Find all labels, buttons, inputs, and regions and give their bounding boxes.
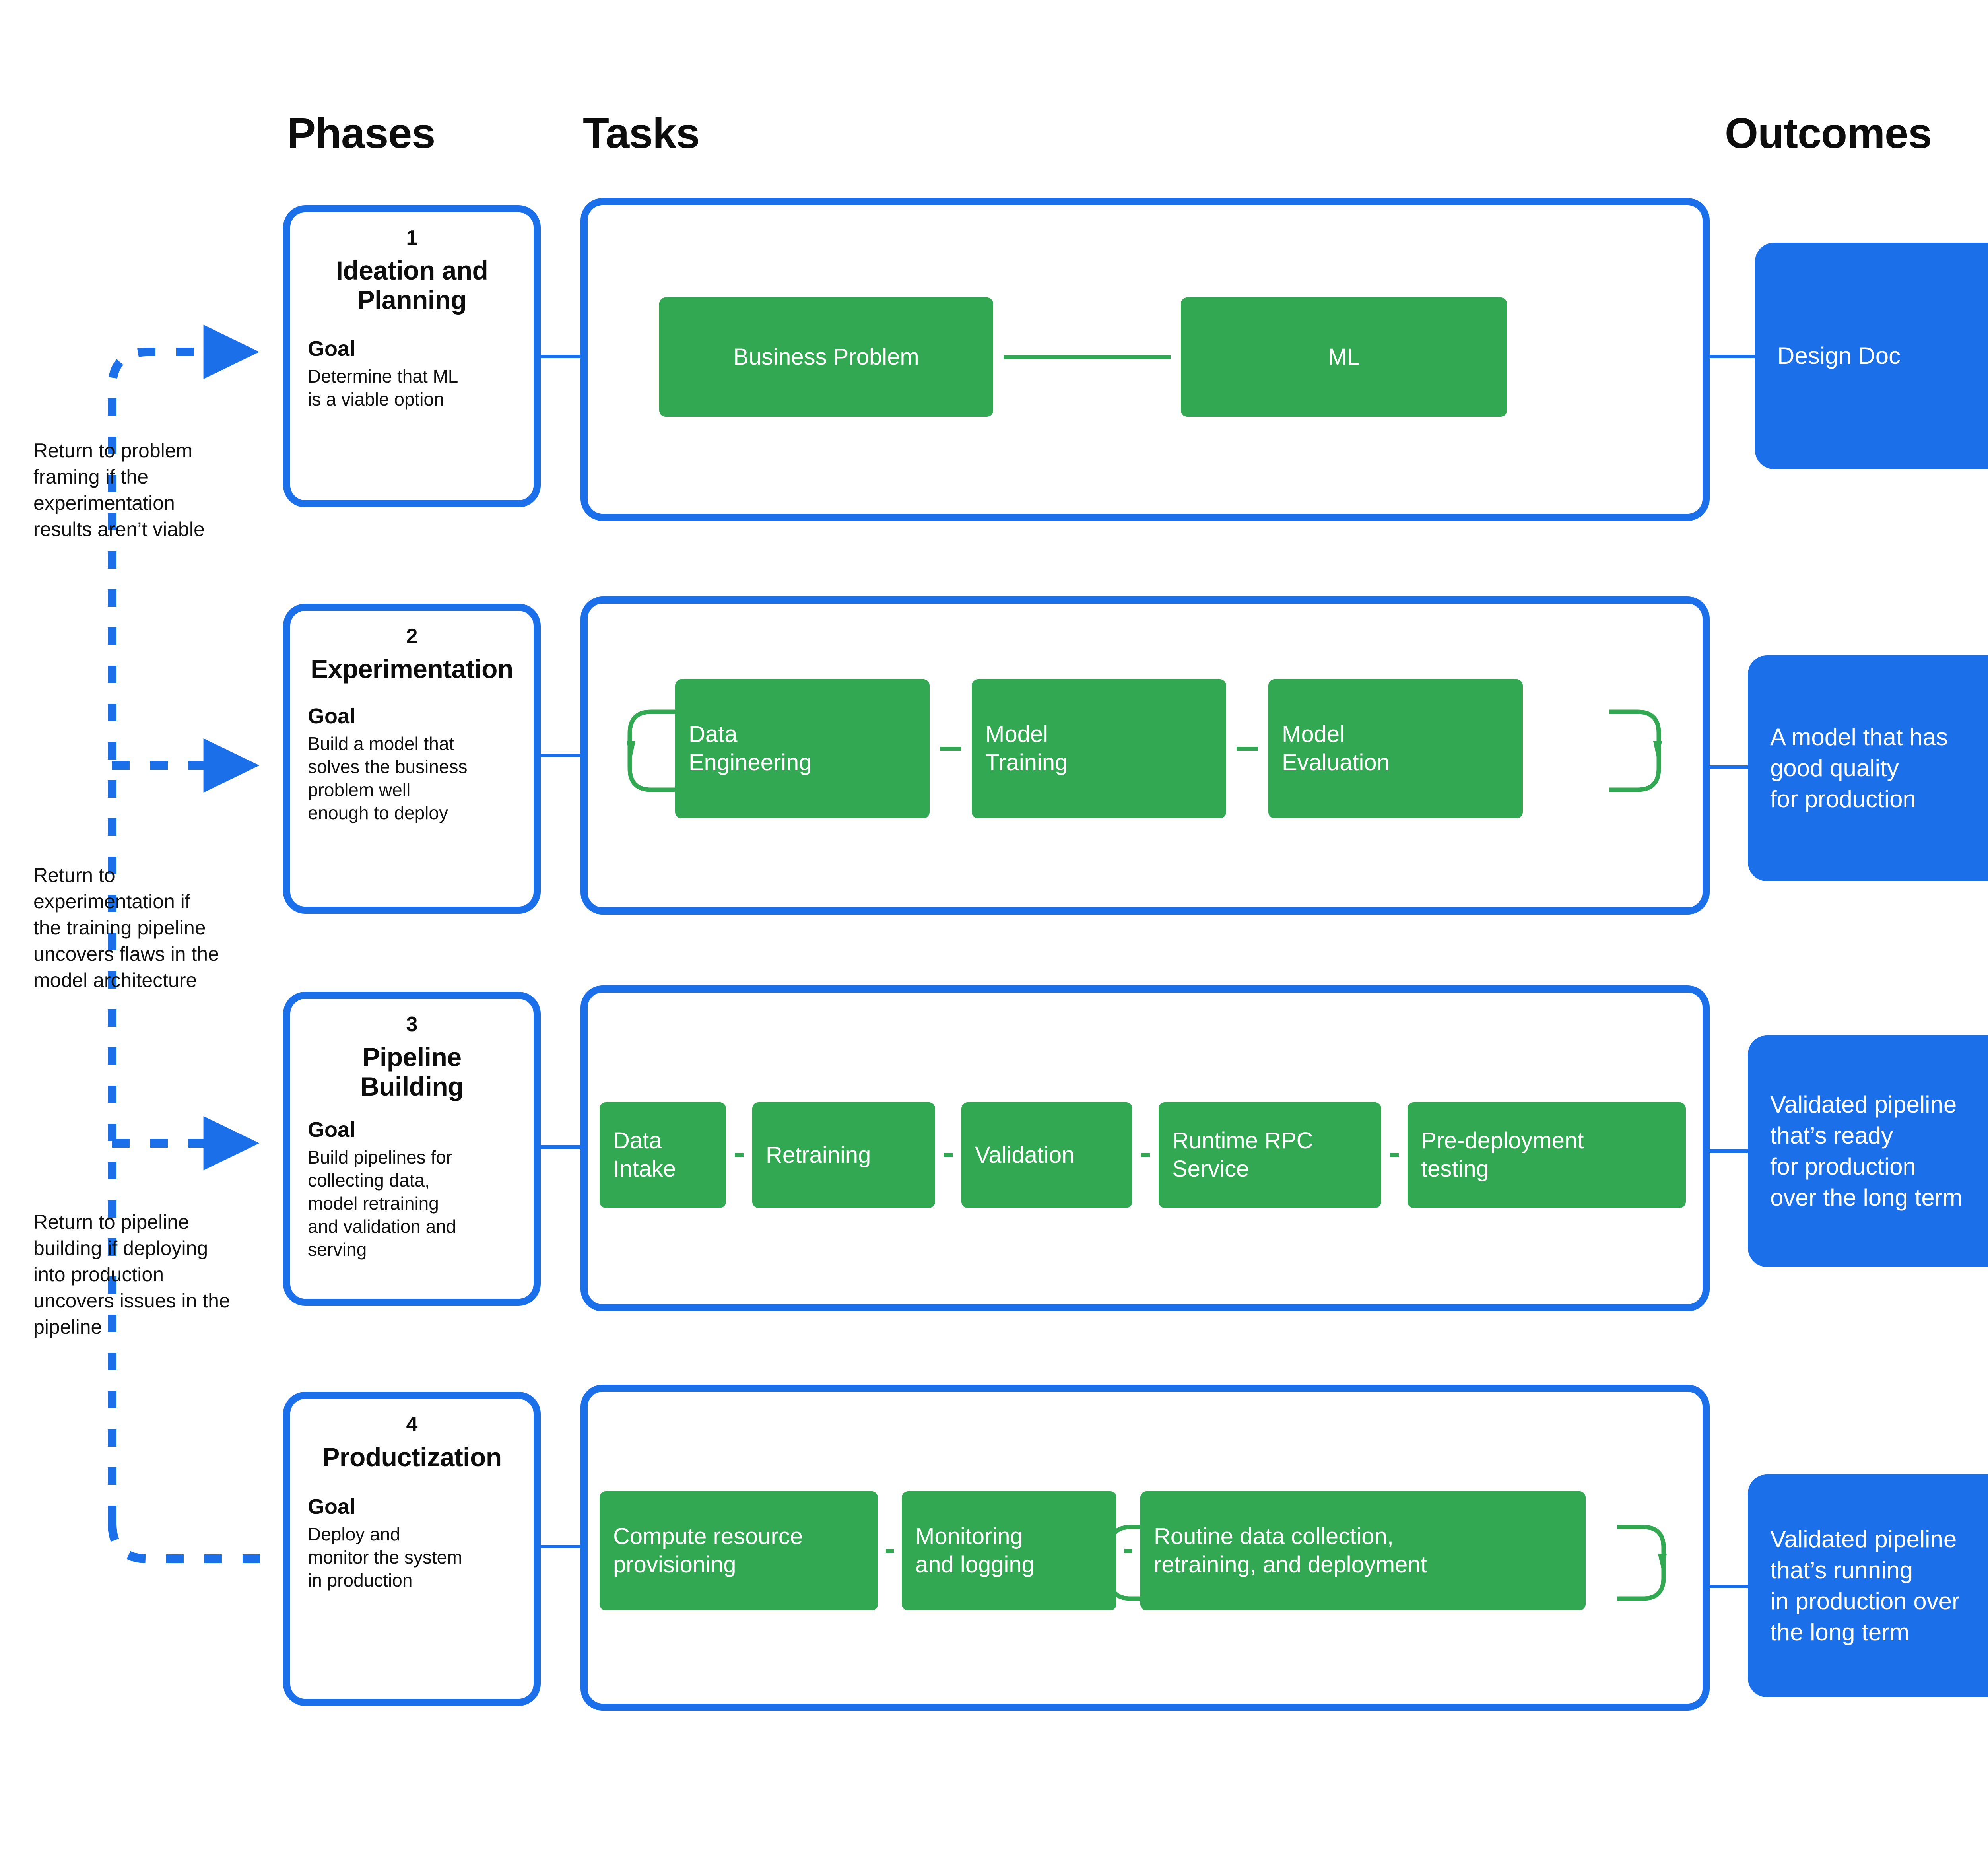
goal-label: Goal <box>308 1494 356 1519</box>
experimentation-loop-left-icon <box>627 709 679 792</box>
phase-goal-block: Goal Build pipelines for collecting data… <box>308 1117 516 1261</box>
connector-tasks1-outcome1 <box>1709 355 1757 358</box>
goal-text: Deploy and monitor the system in product… <box>308 1523 462 1591</box>
phase-title: Pipeline Building <box>360 1042 464 1101</box>
task-connector <box>940 747 961 751</box>
phase-number: 4 <box>406 1413 418 1436</box>
tasks-panel-ideation: Business Problem ML <box>580 198 1710 521</box>
connector-tasks4-outcome4 <box>1709 1585 1749 1588</box>
phase-card-experimentation[interactable]: 2 Experimentation Goal Build a model tha… <box>283 604 541 914</box>
goal-text: Build a model that solves the business p… <box>308 733 468 823</box>
task-box-ml[interactable]: ML <box>1181 297 1507 417</box>
task-box-business-problem[interactable]: Business Problem <box>659 297 993 417</box>
task-connector <box>944 1153 953 1157</box>
outcome-box-validated-pipeline-running[interactable]: Validated pipeline that’s running in pro… <box>1748 1474 1988 1697</box>
task-connector <box>886 1549 894 1553</box>
task-connector <box>735 1153 744 1157</box>
task-box-monitoring-and-logging[interactable]: Monitoring and logging <box>902 1491 1116 1610</box>
task-box-data-engineering[interactable]: Data Engineering <box>675 679 930 818</box>
connector-tasks3-outcome3 <box>1709 1149 1749 1153</box>
column-heading-phases: Phases <box>287 109 435 157</box>
task-box-data-intake[interactable]: Data Intake <box>600 1102 726 1208</box>
task-box-pre-deployment-testing[interactable]: Pre-deployment testing <box>1408 1102 1686 1208</box>
task-connector <box>1390 1153 1399 1157</box>
outcome-box-validated-pipeline-ready[interactable]: Validated pipeline that’s ready for prod… <box>1748 1035 1988 1267</box>
tasks-panel-experimentation: Data Engineering Model Training Model Ev… <box>580 596 1710 915</box>
task-box-routine-data-collection[interactable]: Routine data collection, retraining, and… <box>1140 1491 1586 1610</box>
goal-label: Goal <box>308 1117 356 1142</box>
phase-goal-block: Goal Determine that ML is a viable optio… <box>308 336 516 411</box>
goal-label: Goal <box>308 704 356 728</box>
phase-goal-block: Goal Deploy and monitor the system in pr… <box>308 1494 516 1592</box>
annotation-return-to-experimentation: Return to experimentation if the trainin… <box>33 864 219 991</box>
task-row: Business Problem ML <box>659 297 1703 417</box>
phase-title: Ideation and Planning <box>336 256 488 315</box>
tasks-panel-pipeline-building: Data Intake Retraining Validation Runtim… <box>580 985 1710 1311</box>
task-box-retraining[interactable]: Retraining <box>752 1102 935 1208</box>
phase-number: 1 <box>406 226 418 249</box>
connector-phase1-tasks1 <box>541 355 582 358</box>
tasks-panel-productization: Compute resource provisioning Monitoring… <box>580 1385 1710 1711</box>
task-box-compute-resource-provisioning[interactable]: Compute resource provisioning <box>600 1491 878 1610</box>
outcome-box-model-good-quality[interactable]: A model that has good quality for produc… <box>1748 655 1988 881</box>
connector-phase2-tasks2 <box>541 754 582 757</box>
task-box-model-training[interactable]: Model Training <box>972 679 1226 818</box>
annotation-return-to-pipeline-building: Return to pipeline building if deploying… <box>33 1211 230 1338</box>
feedback-arrow-to-phase-4 <box>108 1523 270 1563</box>
phase-card-pipeline-building[interactable]: 3 Pipeline Building Goal Build pipelines… <box>283 992 541 1306</box>
phase-card-ideation-and-planning[interactable]: 1 Ideation and Planning Goal Determine t… <box>283 205 541 507</box>
task-connector <box>1237 747 1258 751</box>
task-box-runtime-rpc-service[interactable]: Runtime RPC Service <box>1159 1102 1381 1208</box>
task-row: Data Engineering Model Training Model Ev… <box>675 679 1703 818</box>
phase-number: 2 <box>406 625 418 648</box>
annotation-return-to-problem-framing: Return to problem framing if the experim… <box>33 439 205 540</box>
outcome-box-design-doc[interactable]: Design Doc <box>1755 243 1988 469</box>
goal-text: Build pipelines for collecting data, mod… <box>308 1146 456 1260</box>
task-row: Compute resource provisioning Monitoring… <box>600 1491 1703 1610</box>
task-row: Data Intake Retraining Validation Runtim… <box>600 1102 1703 1208</box>
task-connector <box>1004 355 1171 359</box>
task-connector <box>1124 1549 1132 1553</box>
phase-goal-block: Goal Build a model that solves the busin… <box>308 704 516 825</box>
connector-tasks2-outcome2 <box>1709 765 1749 769</box>
column-heading-outcomes: Outcomes <box>1725 109 1932 157</box>
task-box-model-evaluation[interactable]: Model Evaluation <box>1268 679 1523 818</box>
phase-title: Productization <box>322 1442 502 1472</box>
connector-phase3-tasks3 <box>541 1145 582 1149</box>
connector-phase4-tasks4 <box>541 1545 582 1548</box>
phase-number: 3 <box>406 1013 418 1036</box>
phase-card-productization[interactable]: 4 Productization Goal Deploy and monitor… <box>283 1392 541 1706</box>
goal-text: Determine that ML is a viable option <box>308 365 458 410</box>
column-heading-tasks: Tasks <box>583 109 700 157</box>
phase-title: Experimentation <box>311 654 513 684</box>
task-connector <box>1141 1153 1150 1157</box>
task-box-validation[interactable]: Validation <box>961 1102 1132 1208</box>
goal-label: Goal <box>308 336 356 361</box>
